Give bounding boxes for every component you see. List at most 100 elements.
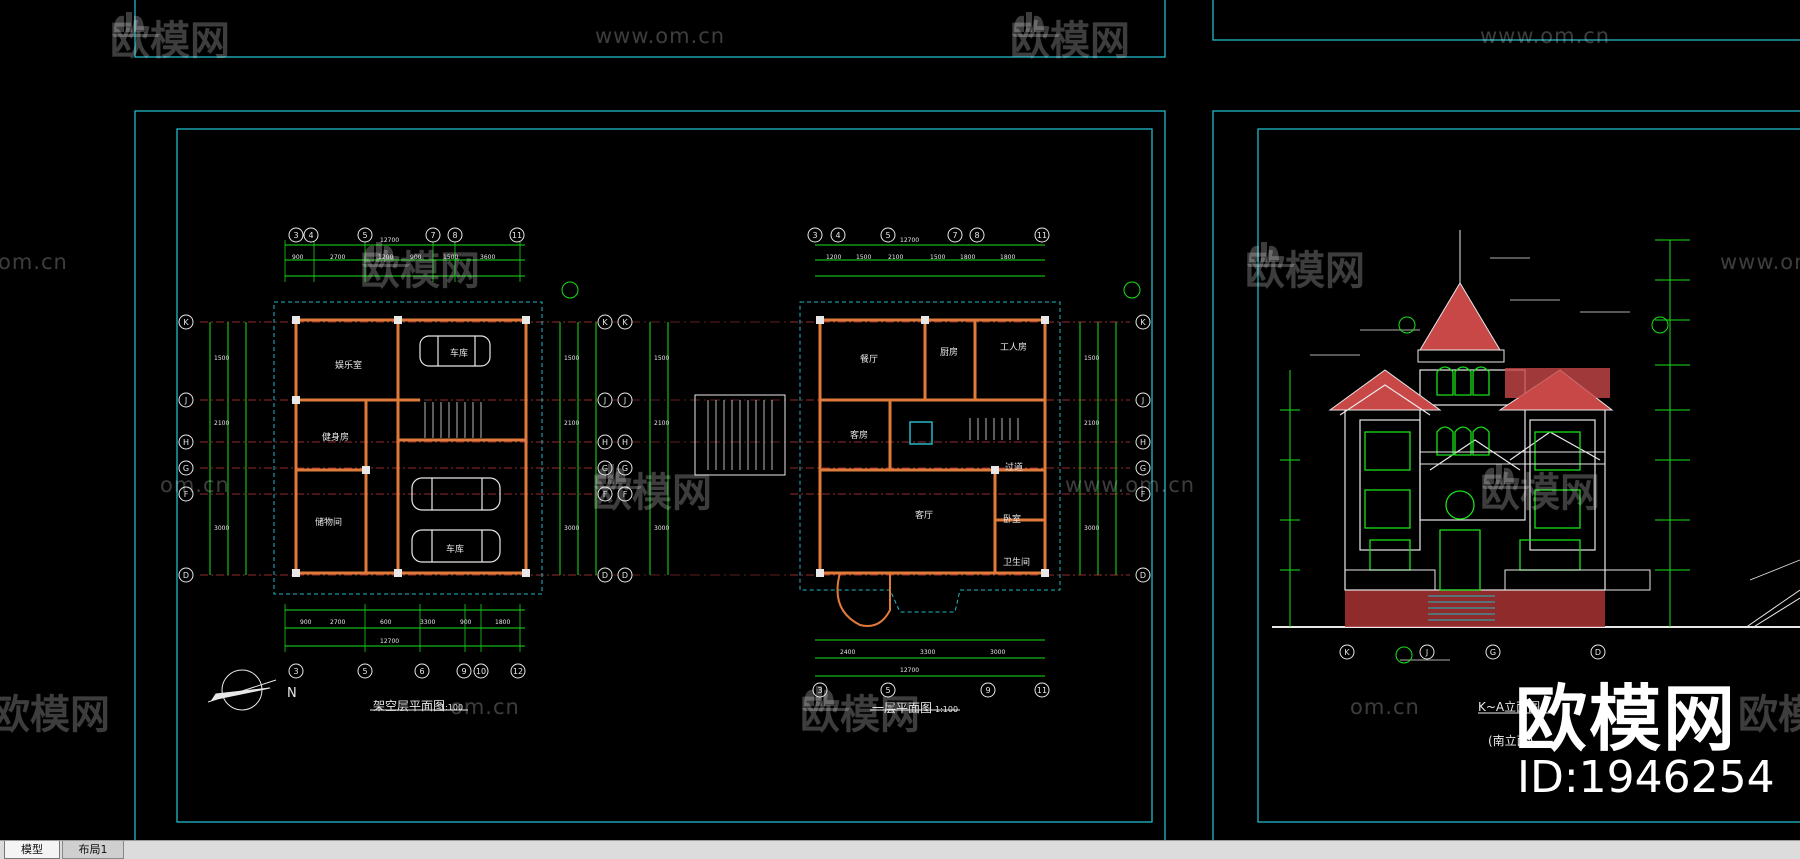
svg-text:900: 900 (460, 619, 472, 626)
svg-text:600: 600 (380, 619, 392, 626)
svg-text:2100: 2100 (564, 420, 579, 427)
room-label: 工人房 (1000, 341, 1027, 353)
svg-text:2100: 2100 (214, 420, 229, 427)
watermark-brand: 欧模网 (800, 682, 920, 740)
room-label: 娱乐室 (335, 359, 362, 371)
axis-label: 7 (430, 231, 435, 240)
watermark-logo-icon (1247, 242, 1295, 267)
watermark-url: om.cn (450, 695, 520, 719)
axis-label: K (183, 318, 189, 327)
basement-plan-title: 架空层平面图 (373, 699, 445, 713)
watermark-logo-icon (802, 686, 850, 711)
svg-text:1500: 1500 (654, 355, 669, 362)
svg-text:12700: 12700 (900, 237, 919, 244)
axis-label: 11 (512, 231, 522, 240)
axis-label: D (183, 571, 189, 580)
axis-label: K (602, 318, 608, 327)
sheet-frame-right-outer (1212, 110, 1800, 840)
elevation-subtitle: (南立面) (1488, 733, 1533, 748)
axis-label: 4 (308, 231, 313, 240)
axis-label: K (622, 318, 628, 327)
sheet-frame-right-inner (1257, 128, 1800, 823)
axis-label: H (602, 438, 608, 447)
room-label: 客厅 (915, 509, 933, 521)
axis-label: F (184, 490, 189, 499)
watermark-url: om.cn (0, 250, 68, 274)
svg-text:1800: 1800 (1000, 254, 1015, 261)
axis-label: 7 (952, 231, 957, 240)
axis-label: J (1425, 648, 1428, 657)
axis-label: 11 (1037, 231, 1047, 240)
axis-label: 8 (452, 231, 457, 240)
svg-text:2700: 2700 (330, 254, 345, 261)
watermark-brand: 欧模网 (1245, 238, 1365, 296)
axis-labels: 3 4 5 7 8 11 3 5 6 9 10 12 K J H G F D K… (183, 231, 1601, 695)
watermark-url: www.om.cn (1480, 24, 1611, 48)
watermark-brand: 欧模网 (1738, 692, 1800, 738)
svg-text:1500: 1500 (214, 355, 229, 362)
axis-label: D (622, 571, 628, 580)
axis-label: 8 (974, 231, 979, 240)
svg-text:1200: 1200 (826, 254, 841, 261)
first-floor-plan-scale: 1:100 (935, 705, 958, 714)
south-elevation (1272, 230, 1800, 714)
axis-label: D (1595, 648, 1601, 657)
axis-label: 3 (817, 686, 822, 695)
tab-layout1[interactable]: 布局1 (62, 841, 124, 859)
axis-label: F (623, 490, 628, 499)
watermark-logo-icon (362, 242, 410, 267)
room-label: 车库 (450, 347, 468, 359)
watermark-logo-icon (594, 464, 642, 489)
watermark-url: om.cn (1350, 695, 1420, 719)
axis-label: J (1141, 396, 1144, 405)
watermark-url: om.cn (160, 473, 230, 497)
svg-text:1200: 1200 (378, 254, 393, 261)
frame-top-right (1212, 0, 1800, 41)
elevation-title: K~A立面图 (1478, 699, 1540, 714)
svg-text:2700: 2700 (330, 619, 345, 626)
room-label: 车库 (446, 543, 464, 555)
svg-text:3000: 3000 (564, 525, 579, 532)
axis-label: G (183, 464, 189, 473)
room-labels: 娱乐室 车库 健身房 车库 储物间 餐厅 厨房 工人房 客厅 客房 卫生间 过道… (315, 341, 1030, 568)
axis-label: K (1140, 318, 1146, 327)
tab-model[interactable]: 模型 (4, 841, 60, 859)
axis-label: 12 (513, 667, 523, 676)
sheet-frame-left-outer (134, 110, 1166, 840)
watermark-url: www.om.cn (595, 24, 726, 48)
axis-label: F (603, 490, 608, 499)
room-label: 储物间 (315, 516, 342, 528)
axis-label: 3 (812, 231, 817, 240)
svg-text:3600: 3600 (480, 254, 495, 261)
axis-label: H (183, 438, 189, 447)
svg-text:2400: 2400 (840, 649, 855, 656)
axis-label: J (184, 396, 187, 405)
svg-text:1500: 1500 (856, 254, 871, 261)
svg-text:2100: 2100 (654, 420, 669, 427)
watermark-url: www.om.cn (1065, 473, 1196, 497)
callout-bubbles (561, 281, 1669, 664)
svg-text:3000: 3000 (1084, 525, 1099, 532)
sheet-frame-left-inner (176, 128, 1153, 823)
basement-plan-scale: 1:100 (440, 703, 463, 712)
axis-label: D (1140, 571, 1146, 580)
axis-label: G (1490, 648, 1496, 657)
watermark-brand: 欧模网 (0, 692, 110, 738)
axis-label: J (623, 396, 626, 405)
svg-text:1500: 1500 (564, 355, 579, 362)
room-label: 卫生间 (1003, 556, 1030, 568)
axis-label: 3 (293, 231, 298, 240)
svg-text:3000: 3000 (214, 525, 229, 532)
frame-top-left (134, 0, 1166, 58)
watermark-logo-icon (112, 12, 160, 37)
axis-label: H (1140, 438, 1146, 447)
svg-text:12700: 12700 (380, 638, 399, 645)
axis-label: 5 (885, 231, 890, 240)
watermark-logo-icon (1482, 464, 1530, 489)
svg-text:12700: 12700 (900, 667, 919, 674)
axis-label: 11 (1037, 686, 1047, 695)
svg-text:900: 900 (410, 254, 422, 261)
room-label: 客房 (850, 429, 868, 441)
